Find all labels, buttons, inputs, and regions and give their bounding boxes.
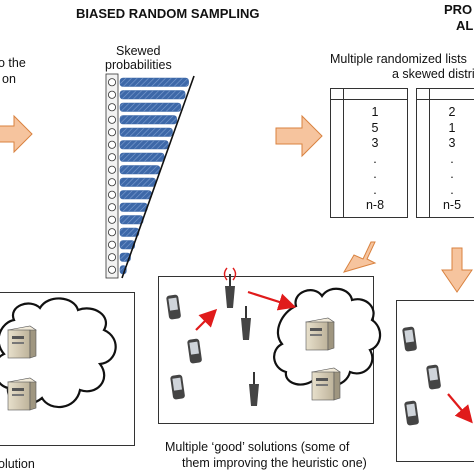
antenna-tower-icon bbox=[241, 306, 251, 340]
mobile-device-icon bbox=[166, 294, 181, 320]
biased-sampling-title: BIASED RANDOM SAMPLING bbox=[76, 6, 260, 21]
item-circle bbox=[108, 215, 117, 224]
probability-bar bbox=[119, 127, 173, 137]
lists-caption-line1: Multiple randomized lists bbox=[330, 52, 467, 66]
item-circle bbox=[108, 115, 117, 124]
block-arrow-icon bbox=[342, 241, 377, 273]
probability-bar bbox=[119, 77, 189, 87]
bottom-left-fragment: olution bbox=[0, 457, 35, 471]
probability-column bbox=[105, 73, 119, 279]
block-arrow-icon bbox=[0, 114, 33, 154]
item-circle bbox=[108, 103, 117, 112]
item-circle bbox=[108, 253, 117, 262]
right-title-line1: PRO bbox=[444, 2, 473, 17]
server-icon bbox=[305, 317, 335, 351]
list-1-item: . bbox=[373, 151, 377, 166]
probability-bar bbox=[119, 90, 186, 100]
block-arrow-icon bbox=[441, 247, 473, 293]
mobile-device-icon bbox=[170, 374, 185, 400]
probability-bar bbox=[119, 177, 157, 187]
item-circle bbox=[108, 265, 117, 274]
skewed-probability-chart bbox=[105, 73, 195, 279]
skew-envelope-line bbox=[121, 75, 195, 279]
mobile-device-icon bbox=[426, 364, 441, 390]
list-2-item: n-5 bbox=[442, 198, 462, 212]
list-1-item: n-8 bbox=[365, 198, 385, 212]
mobile-device-icon bbox=[402, 326, 417, 352]
item-circle bbox=[108, 140, 117, 149]
bottom-caption-line2: them improving the heuristic one) bbox=[182, 456, 367, 470]
item-circle bbox=[108, 190, 117, 199]
probability-bar bbox=[119, 165, 161, 175]
list-1-values: 1 5 3 . . . n-8 bbox=[343, 105, 407, 214]
red-arrow bbox=[195, 308, 218, 331]
list-1-item: . bbox=[373, 182, 377, 197]
item-circle bbox=[108, 203, 117, 212]
block-arrow-icon bbox=[275, 114, 323, 158]
lists-caption-line2: a skewed distri bbox=[392, 67, 474, 81]
server-icon bbox=[7, 377, 37, 411]
antenna-tower-icon bbox=[223, 267, 237, 308]
list-2-item: . bbox=[450, 151, 454, 166]
mobile-device-icon bbox=[187, 338, 202, 364]
server-icon bbox=[7, 325, 37, 359]
item-circle bbox=[108, 78, 117, 87]
item-circle bbox=[108, 228, 117, 237]
probability-bar bbox=[119, 102, 182, 112]
probability-bar bbox=[119, 227, 140, 237]
list-2-item: . bbox=[450, 182, 454, 197]
probability-bar bbox=[119, 140, 169, 150]
bottom-caption-line1: Multiple ‘good’ solutions (some of bbox=[165, 440, 350, 454]
list-2-item: 3 bbox=[448, 136, 456, 150]
list-1-item: . bbox=[373, 167, 377, 181]
item-circle bbox=[108, 165, 117, 174]
randomized-list-1: 1 5 3 . . . n-8 bbox=[330, 88, 408, 218]
list-2-item: 2 bbox=[448, 105, 456, 119]
server-icon bbox=[311, 367, 341, 401]
right-title-line2: AL bbox=[456, 18, 474, 33]
probability-bar bbox=[119, 190, 152, 200]
item-circle bbox=[108, 178, 117, 187]
skewed-label-line2: probabilities bbox=[105, 58, 172, 72]
randomized-list-2: 2 1 3 . . . n-5 bbox=[416, 88, 474, 218]
list-2-item: 1 bbox=[448, 120, 456, 135]
item-circle bbox=[108, 240, 117, 249]
mobile-device-icon bbox=[404, 400, 419, 426]
list-1-item: 5 bbox=[371, 120, 379, 135]
probability-bar bbox=[119, 115, 178, 125]
red-arrow bbox=[447, 393, 473, 424]
list-2-values: 2 1 3 . . . n-5 bbox=[429, 105, 474, 214]
probability-bar bbox=[119, 152, 165, 162]
item-circle bbox=[108, 90, 117, 99]
item-circle bbox=[108, 128, 117, 137]
antenna-tower-icon bbox=[249, 372, 259, 406]
probability-bar bbox=[119, 215, 144, 225]
probability-bar bbox=[119, 202, 148, 212]
list-1-item: 3 bbox=[371, 136, 379, 150]
list-1-item: 1 bbox=[371, 105, 379, 119]
skewed-label-line1: Skewed bbox=[116, 44, 161, 58]
list-2-item: . bbox=[450, 167, 454, 181]
red-arrow bbox=[247, 290, 297, 311]
left-fragment-line2: on bbox=[2, 72, 16, 86]
left-fragment-line1: o the bbox=[0, 56, 26, 70]
item-circle bbox=[108, 153, 117, 162]
